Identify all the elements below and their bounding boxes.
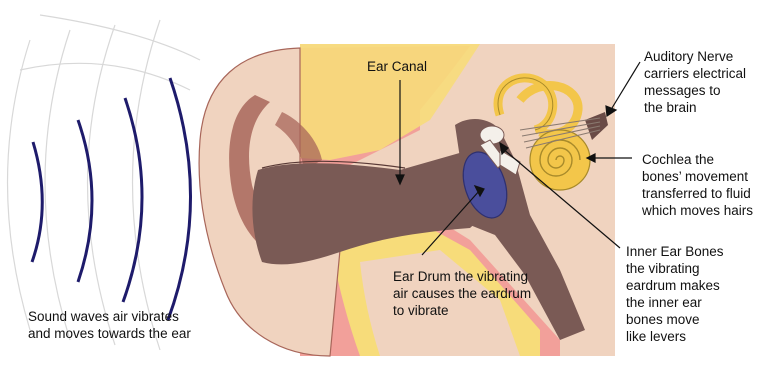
label-sound-waves: Sound waves air vibrates and moves towar… [28, 308, 191, 342]
ear-drum-line-2: air causes the eardrum [393, 285, 531, 302]
label-cochlea: Cochlea the bones’ movement transferred … [642, 151, 753, 219]
auditory-nerve-line-3: messages to [644, 82, 746, 99]
label-ear-canal: Ear Canal [367, 58, 427, 75]
inner-ear-bones-line-2: the vibrating [626, 260, 724, 277]
auditory-nerve-line-4: the brain [644, 99, 746, 116]
auditory-nerve-line-2: carriers electrical [644, 65, 746, 82]
inner-ear-bones-line-5: bones move [626, 311, 724, 328]
cochlea-line-1: Cochlea the [642, 151, 753, 168]
inner-ear-bones-line-6: like levers [626, 328, 724, 345]
faint-wave-arcs [8, 15, 201, 350]
label-ear-drum: Ear Drum the vibrating air causes the ea… [393, 268, 531, 319]
sound-waves-line-2: and moves towards the ear [28, 325, 191, 342]
cochlea-line-2: bones’ movement [642, 168, 753, 185]
inner-ear-bones-line-4: the inner ear [626, 294, 724, 311]
ear-drum-line-1: Ear Drum the vibrating [393, 268, 531, 285]
sound-waves-line-1: Sound waves air vibrates [28, 308, 191, 325]
label-auditory-nerve: Auditory Nerve carriers electrical messa… [644, 48, 746, 116]
ear-drum-line-3: to vibrate [393, 302, 531, 319]
cochlea-line-4: which moves hairs [642, 202, 753, 219]
cochlea-line-3: transferred to fluid [642, 185, 753, 202]
inner-ear-bones-line-3: eardrum makes [626, 277, 724, 294]
label-inner-ear-bones: Inner Ear Bones the vibrating eardrum ma… [626, 243, 724, 345]
inner-ear-bones-line-1: Inner Ear Bones [626, 243, 724, 260]
auditory-nerve-line-1: Auditory Nerve [644, 48, 746, 65]
